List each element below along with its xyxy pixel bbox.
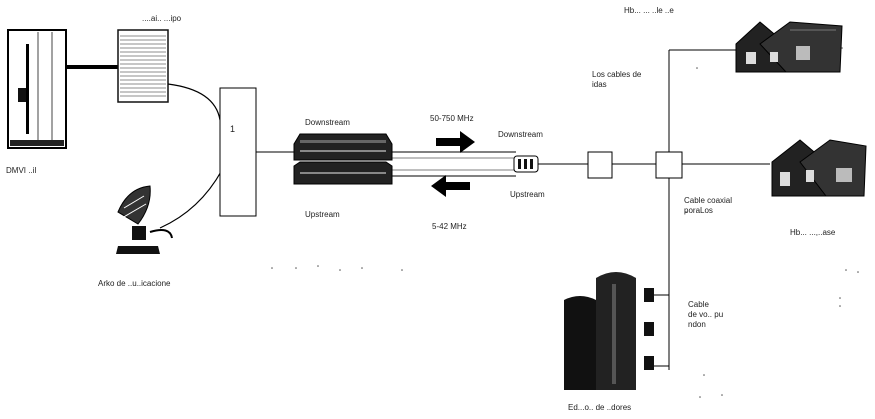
tap-box: [655, 151, 683, 179]
splitter-box: [219, 87, 257, 217]
apartment-buildings: [564, 272, 669, 390]
downstream-frequency: 50-750 MHz: [430, 114, 474, 123]
diplex-connector: [513, 155, 539, 173]
upstream-right-label: Upstream: [510, 190, 545, 199]
headend-device: [117, 29, 169, 103]
feeder-mid-label: Cable coaxial poraLos: [684, 196, 733, 215]
upstream-label: Upstream: [305, 210, 340, 219]
middle-house-label: Hb... ...,..ase: [790, 228, 836, 237]
building-label: Ed...o.. de ..dores: [568, 403, 632, 412]
upstream-arrow: [431, 175, 470, 197]
upstream-frequency: 5-42 MHz: [432, 222, 467, 231]
device-to-splitter-line: [167, 83, 221, 121]
scan-noise: [271, 47, 859, 398]
top-house: [735, 21, 843, 73]
server-rack: [7, 29, 67, 149]
headend-label: ....ai.. ...ipo: [142, 14, 182, 23]
cable-bottom-label: Cable de vo.. pu ndon: [688, 300, 724, 329]
dish-to-splitter-line: [159, 169, 223, 229]
downstream-right-label: Downstream: [498, 130, 543, 139]
splitter-label: 1: [230, 124, 236, 134]
downstream-arrow: [436, 131, 475, 153]
cmts-device: [293, 133, 393, 185]
feeder-top-label: Los cables de idas: [592, 70, 642, 89]
middle-house: [771, 139, 867, 197]
satellite-dish: [116, 185, 173, 254]
amplifier-box: [587, 151, 613, 179]
top-house-label: Hb... ... ..le ..e: [624, 6, 674, 15]
satellite-label: Arko de ..u..icacione: [98, 279, 171, 288]
server-label: DMVI ..il: [6, 166, 37, 175]
downstream-label: Downstream: [305, 118, 350, 127]
